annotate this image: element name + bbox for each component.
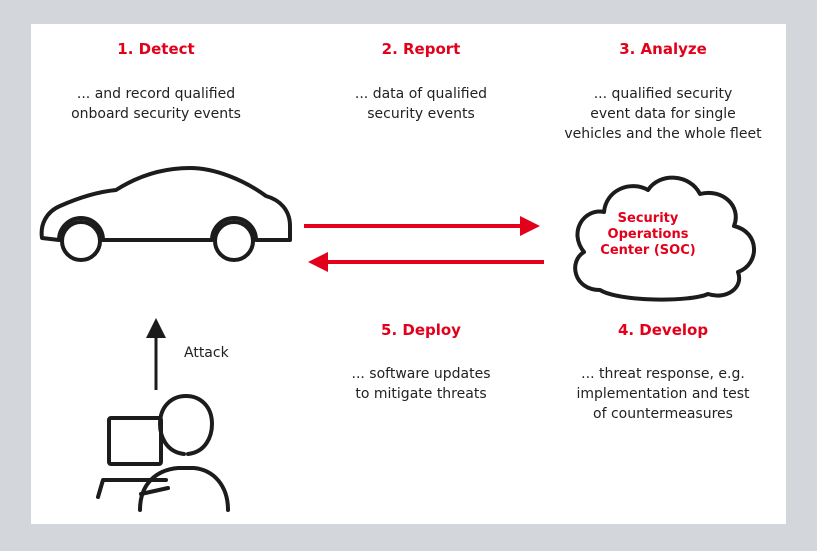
soc-label: Security Operations Center (SOC) [600,211,696,258]
attacker-icon [96,394,230,512]
diagram-panel [31,24,786,524]
step-4-title: 4. Develop [617,321,709,339]
step-1-description: ... and record qualified onboard securit… [71,86,241,122]
step-2-description: ... data of qualified security events [354,86,488,122]
attack-label: Attack [184,345,229,361]
cloud-icon [573,175,756,302]
step-3-description: ... qualified security event data for si… [564,86,762,142]
step-5-title: 5. Deploy [381,321,461,339]
car-icon [39,166,292,262]
step-2-title: 2. Report [381,40,461,58]
step-3-title: 3. Analyze [619,40,707,58]
attack-arrow [146,318,166,390]
step-4-description: ... threat response, e.g. implementation… [576,366,750,422]
step-1-title: 1. Detect [117,40,195,58]
step-5-description: ... software updates to mitigate threats [351,366,491,402]
